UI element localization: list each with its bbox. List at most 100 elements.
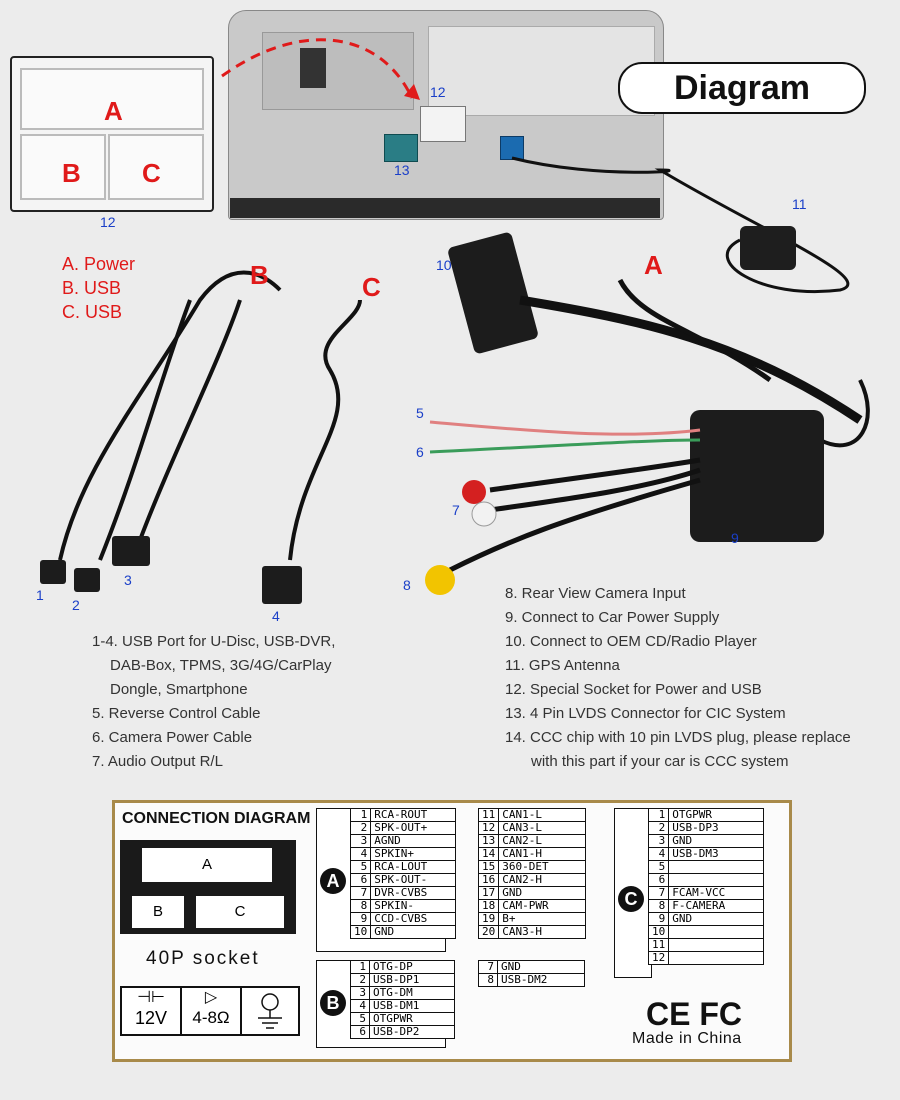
pin-function — [668, 938, 765, 952]
desc-line: 5. Reverse Control Cable — [92, 705, 261, 722]
pin-number: 1 — [349, 808, 372, 822]
capacitor-icon: ⊣⊢ — [137, 989, 165, 1006]
pin-function: OTG-DM — [369, 986, 455, 1000]
pin-number: 12 — [647, 951, 670, 965]
pin-number: 6 — [647, 873, 670, 887]
pin-function: SPK-OUT- — [370, 873, 457, 887]
pin-number: 1 — [647, 808, 670, 822]
legend-usb-c: C. USB — [62, 302, 123, 322]
callout-13: 13 — [394, 162, 410, 178]
pin-number: 4 — [647, 847, 670, 861]
speaker-symbol-box: ▷ 4-8Ω — [180, 986, 242, 1036]
harness-letter-c: C — [362, 272, 381, 302]
pin-number: 20 — [477, 925, 500, 939]
connection-title: CONNECTION DIAGRAM — [122, 810, 311, 827]
desc-line: 11. GPS Antenna — [505, 657, 620, 674]
pin-function: B+ — [498, 912, 587, 926]
socket-40p-drawing: A B C — [120, 840, 296, 934]
pin-number: 11 — [477, 808, 500, 822]
desc-line: 7. Audio Output R/L — [92, 753, 223, 770]
pin-number: 5 — [350, 1012, 370, 1026]
callout-4: 4 — [272, 608, 280, 624]
usb-plug-1 — [40, 560, 66, 584]
harness-main — [519, 295, 863, 424]
pin-function: USB-DM3 — [668, 847, 765, 861]
oem-connector — [448, 232, 538, 354]
pin-number: 9 — [647, 912, 670, 926]
dashed-arrow-head — [404, 84, 420, 100]
rca-red — [462, 480, 486, 504]
lvds-connector — [384, 134, 418, 162]
rca-cable-1 — [489, 457, 701, 493]
pin-number: 10 — [349, 925, 372, 939]
pin-function — [668, 951, 765, 965]
plug-letter-b: B — [62, 158, 81, 188]
speaker-icon: ▷ — [204, 989, 218, 1006]
socket-a-shape: A — [142, 848, 272, 882]
desc-line: DAB-Box, TPMS, 3G/4G/CarPlay — [110, 657, 332, 674]
pin-number: 7 — [647, 886, 670, 900]
plug-c — [108, 134, 204, 200]
pin-number: 14 — [477, 847, 500, 861]
power-connector — [690, 410, 824, 542]
pin-number: 4 — [349, 847, 372, 861]
pin-function: OTG-DP — [369, 960, 455, 974]
pin-function: SPK-OUT+ — [370, 821, 457, 835]
right-descriptions: 8. Rear View Camera Input 9. Connect to … — [505, 582, 851, 774]
rca-yellow — [425, 565, 455, 595]
pin-function: CAN2-L — [498, 834, 587, 848]
socket-b-shape: B — [132, 896, 184, 928]
usb-plug-4 — [262, 566, 302, 604]
wire-6 — [429, 438, 701, 454]
pin-function: RCA-ROUT — [370, 808, 457, 822]
gps-cable — [511, 156, 850, 293]
voltage-label: 12V — [134, 1008, 168, 1028]
pin-number: 9 — [349, 912, 372, 926]
pin-number: 15 — [477, 860, 500, 874]
group-b-circle: B — [320, 990, 346, 1016]
group-c-circle: C — [618, 886, 644, 912]
pin-function: CCD-CVBS — [370, 912, 457, 926]
head-unit-base — [230, 198, 660, 218]
gps-antenna — [740, 226, 796, 270]
ce-fc-mark: CE FC — [646, 996, 742, 1032]
callout-2: 2 — [72, 597, 80, 613]
pin-function: SPKIN- — [370, 899, 457, 913]
pin-number: 4 — [350, 999, 370, 1013]
pin-row: 11 — [647, 938, 765, 952]
pin-number: 8 — [647, 899, 670, 913]
pin-number: 2 — [350, 973, 370, 987]
socket-label: 40P socket — [146, 948, 260, 969]
pin-function: SPKIN+ — [370, 847, 457, 861]
pin-number: 6 — [349, 873, 372, 887]
callout-6: 6 — [416, 444, 424, 460]
pin-number: 8 — [349, 899, 372, 913]
wire-5 — [429, 420, 701, 436]
desc-line: 8. Rear View Camera Input — [505, 585, 686, 602]
pin-row: 10 — [647, 925, 765, 939]
plug-letter-a: A — [104, 96, 123, 126]
made-in-china: Made in China — [632, 1030, 742, 1047]
pin-number: 5 — [349, 860, 372, 874]
pin-function — [668, 925, 765, 939]
callout-10: 10 — [436, 257, 452, 273]
pin-row: 5 — [647, 860, 765, 874]
pin-function: F-CAMERA — [668, 899, 765, 913]
